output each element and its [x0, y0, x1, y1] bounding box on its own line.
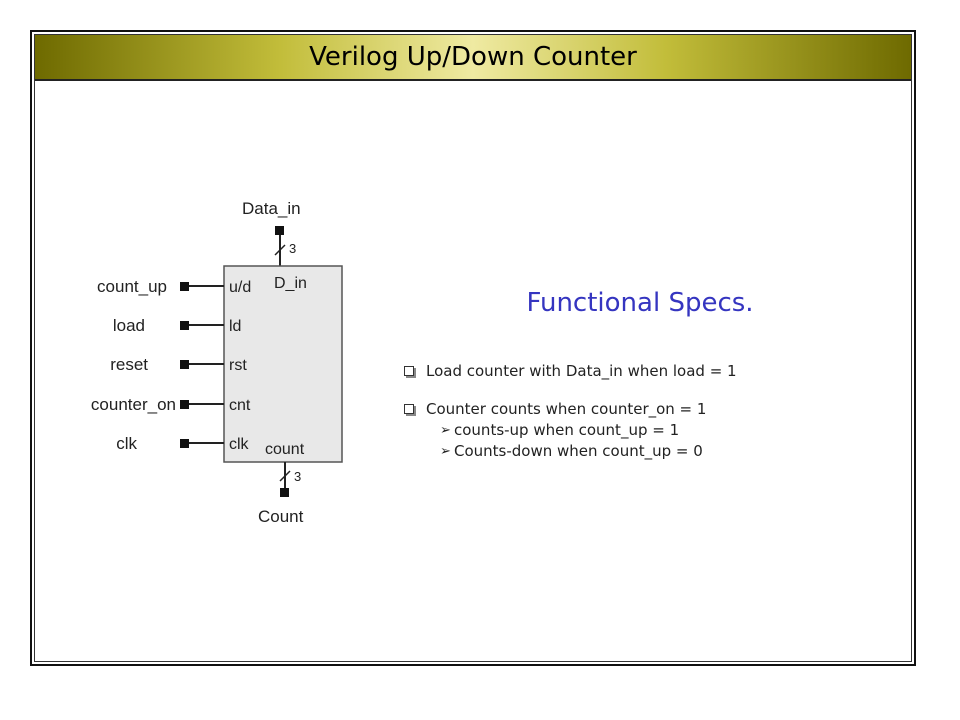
pin-data-in [275, 226, 284, 235]
spec-sub-list: ➢ counts-up when count_up = 1 ➢ Counts-d… [426, 420, 882, 462]
pin-clk [180, 439, 189, 448]
counter-block [223, 265, 343, 463]
label-counter-on: counter_on [91, 395, 176, 414]
pin-counter-on [180, 400, 189, 409]
input-row-reset: reset rst [110, 355, 247, 374]
slide-frame-inner [34, 34, 912, 662]
port-ld: ld [229, 318, 241, 335]
bus-width-top: 3 [289, 241, 296, 256]
label-reset: reset [110, 355, 148, 374]
port-cnt: cnt [229, 397, 251, 414]
spec-sub-item-up: ➢ counts-up when count_up = 1 [440, 420, 882, 441]
spec-sub-text: counts-up when count_up = 1 [454, 421, 680, 439]
input-row-load: load ld [113, 316, 242, 335]
arrow-bullet-icon: ➢ [440, 423, 451, 438]
spec-item-load: Load counter with Data_in when load = 1 [402, 360, 882, 382]
port-rst: rst [229, 357, 247, 374]
spec-sub-item-down: ➢ Counts-down when count_up = 0 [440, 441, 882, 462]
pin-reset [180, 360, 189, 369]
pin-load [180, 321, 189, 330]
label-clk: clk [116, 434, 137, 453]
functional-specs-heading: Functional Specs. [526, 288, 754, 318]
label-load: load [113, 316, 145, 335]
spec-sub-text: Counts-down when count_up = 0 [454, 442, 703, 460]
input-row-counter-on: counter_on cnt [91, 395, 251, 414]
square-bullet-icon [404, 366, 414, 376]
bus-slash-bottom [279, 470, 291, 482]
port-d-in: D_in [274, 275, 307, 292]
spec-item-count: Counter counts when counter_on = 1 ➢ cou… [402, 398, 882, 462]
square-bullet-icon [404, 404, 414, 414]
arrow-bullet-icon: ➢ [440, 444, 451, 459]
port-clk: clk [229, 436, 250, 453]
spec-text: Counter counts when counter_on = 1 [426, 400, 707, 418]
slide-frame: Verilog Up/Down Counter [30, 30, 916, 666]
spec-list: Load counter with Data_in when load = 1 … [402, 360, 882, 462]
input-row-count-up: count_up u/d [97, 277, 251, 296]
title-bar: Verilog Up/Down Counter [35, 35, 911, 81]
slide-title: Verilog Up/Down Counter [309, 42, 637, 72]
label-data-in: Data_in [242, 199, 301, 218]
bus-slash-top [274, 244, 286, 256]
label-count-output: Count [258, 507, 304, 526]
pin-count [280, 488, 289, 497]
port-ud: u/d [229, 279, 251, 296]
port-count: count [265, 441, 305, 458]
input-row-clk: clk clk [116, 434, 249, 453]
label-count-up: count_up [97, 277, 167, 296]
spec-text: Load counter with Data_in when load = 1 [426, 362, 737, 380]
bus-width-bottom: 3 [294, 469, 301, 484]
pin-count-up [180, 282, 189, 291]
